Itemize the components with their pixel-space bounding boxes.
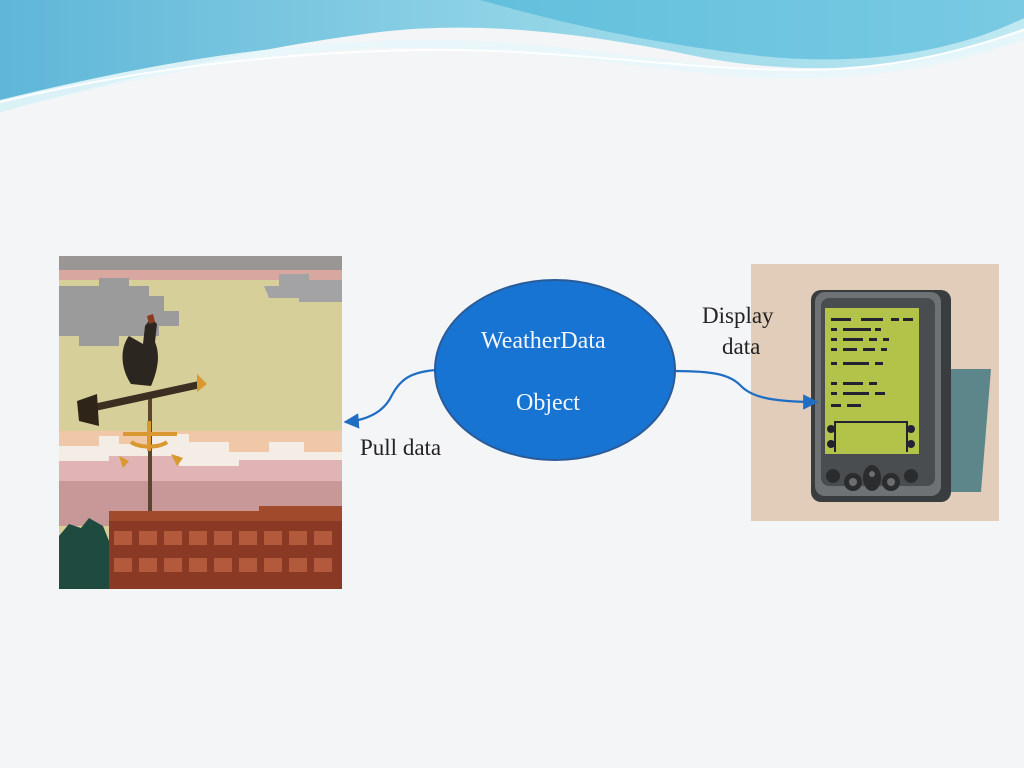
pull-data-label: Pull data <box>360 435 442 460</box>
display-data-label-line1: Display <box>702 303 774 328</box>
node-label-line1: WeatherData <box>481 328 606 354</box>
pda-device-icon <box>751 264 999 521</box>
weather-vane-icon <box>59 256 342 589</box>
display-data-label-line2: data <box>722 334 761 359</box>
header-wave-decoration <box>0 0 1024 112</box>
display-data-arrow <box>673 369 819 410</box>
pull-data-arrow <box>343 368 437 429</box>
weatherdata-object-node <box>434 279 676 461</box>
node-label-line2: Object <box>516 390 580 416</box>
